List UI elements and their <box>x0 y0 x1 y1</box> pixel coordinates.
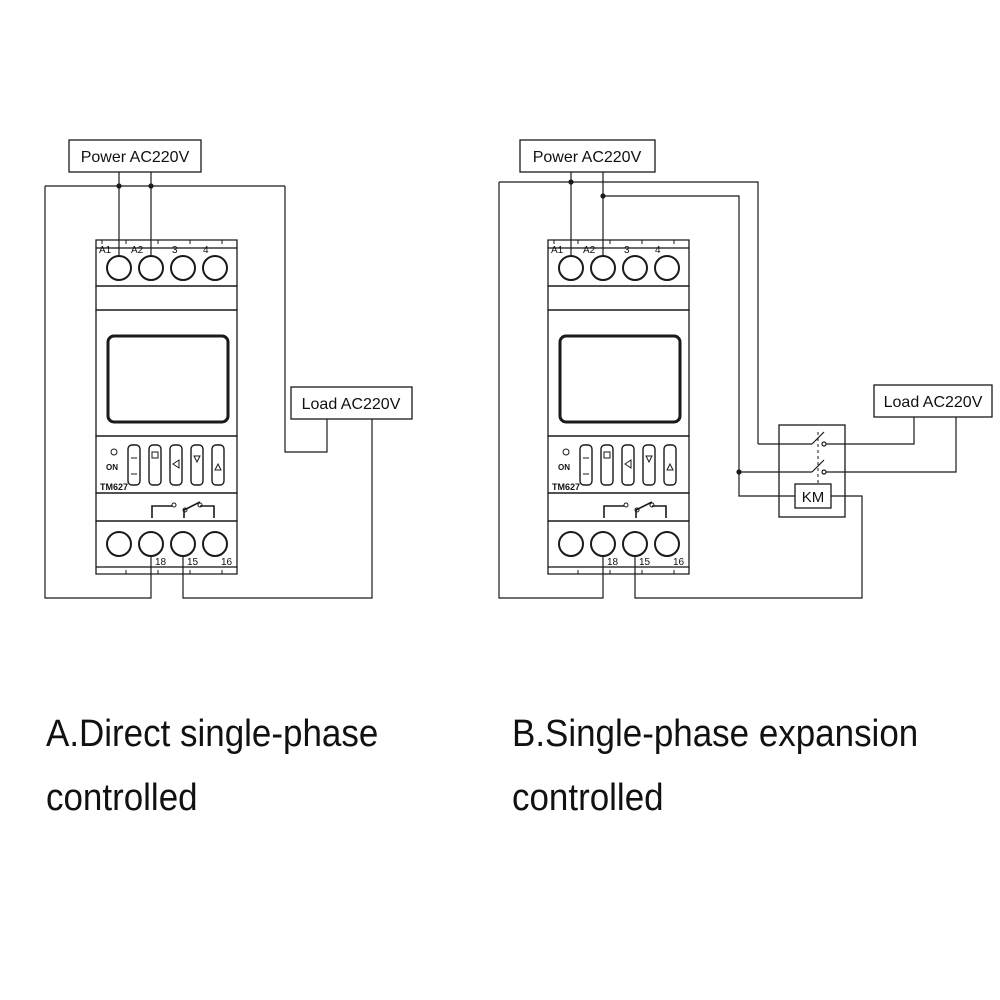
power-label: Power AC220V <box>81 149 190 166</box>
wiring-lines <box>44 172 373 599</box>
terminal-label-16: 16 <box>673 557 685 568</box>
power-box <box>519 139 656 173</box>
relay-contact-symbol <box>151 501 215 518</box>
button-4 <box>642 444 656 486</box>
contactor-switch-2 <box>739 417 957 475</box>
model-label: TM627 <box>100 482 128 492</box>
terminal-label-a1: A1 <box>551 245 564 256</box>
button-5 <box>663 444 677 486</box>
load-label: Load AC220V <box>884 394 983 411</box>
terminal-label-4: 4 <box>655 245 661 256</box>
caption-b-line2: controlled <box>512 777 664 819</box>
terminal-a1-screw <box>106 255 132 281</box>
button-5 <box>211 444 225 486</box>
relay-contact-symbol <box>603 501 667 518</box>
timer-switch-device <box>547 239 690 575</box>
terminal-label-16: 16 <box>221 557 233 568</box>
terminal-label-a2: A2 <box>583 245 596 256</box>
load-box <box>290 386 413 420</box>
caption-a-line2: controlled <box>46 777 198 819</box>
terminal-label-4: 4 <box>203 245 209 256</box>
terminal-label-3: 3 <box>624 245 630 256</box>
terminal-label-18: 18 <box>155 557 167 568</box>
diagram-b-expansion: Power AC220V A1 A2 3 4 ON <box>498 139 993 599</box>
terminal-label-18: 18 <box>607 557 619 568</box>
load-box <box>873 384 993 418</box>
terminal-label-3: 3 <box>172 245 178 256</box>
status-led <box>562 448 570 456</box>
control-buttons <box>127 444 225 486</box>
contactor-switch-1 <box>758 417 915 447</box>
terminal-label-15: 15 <box>187 557 199 568</box>
terminal-label-15: 15 <box>639 557 651 568</box>
on-label: ON <box>106 463 118 472</box>
terminal-4-screw <box>654 255 680 281</box>
button-2 <box>600 444 614 486</box>
caption-a-line1: A.Direct single-phase <box>46 713 379 755</box>
caption-b-line1: B.Single-phase expansion <box>512 713 919 755</box>
terminal-label-a2: A2 <box>131 245 144 256</box>
on-label: ON <box>558 463 570 472</box>
control-buttons <box>579 444 677 486</box>
wiring-lines <box>498 172 863 599</box>
contactor-housing <box>778 424 846 518</box>
button-3 <box>169 444 183 486</box>
button-4 <box>190 444 204 486</box>
button-1 <box>127 444 141 486</box>
terminal-a2-screw <box>138 255 164 281</box>
km-label: KM <box>802 489 825 506</box>
terminal-16-screw <box>202 531 228 557</box>
terminal-left-screw <box>558 531 584 557</box>
model-label: TM627 <box>552 482 580 492</box>
diagram-a-direct: Power AC220V <box>44 139 413 599</box>
terminal-3-screw <box>622 255 648 281</box>
terminal-label-a1: A1 <box>99 245 112 256</box>
terminal-4-screw <box>202 255 228 281</box>
terminal-left-screw <box>106 531 132 557</box>
load-label: Load AC220V <box>302 396 401 413</box>
terminal-16-screw <box>654 531 680 557</box>
terminal-15-screw <box>622 531 648 557</box>
power-box <box>68 139 202 173</box>
terminal-15-screw <box>170 531 196 557</box>
status-led <box>110 448 118 456</box>
button-2 <box>148 444 162 486</box>
button-3 <box>621 444 635 486</box>
button-1 <box>579 444 593 486</box>
power-label: Power AC220V <box>533 149 642 166</box>
terminal-18-screw <box>590 531 616 557</box>
terminal-18-screw <box>138 531 164 557</box>
caption-diagram-a: A.Direct single-phase controlled <box>46 702 378 830</box>
terminal-3-screw <box>170 255 196 281</box>
caption-diagram-b: B.Single-phase expansion controlled <box>512 702 918 830</box>
timer-switch-device <box>95 239 238 575</box>
terminal-a1-screw <box>558 255 584 281</box>
terminal-a2-screw <box>590 255 616 281</box>
